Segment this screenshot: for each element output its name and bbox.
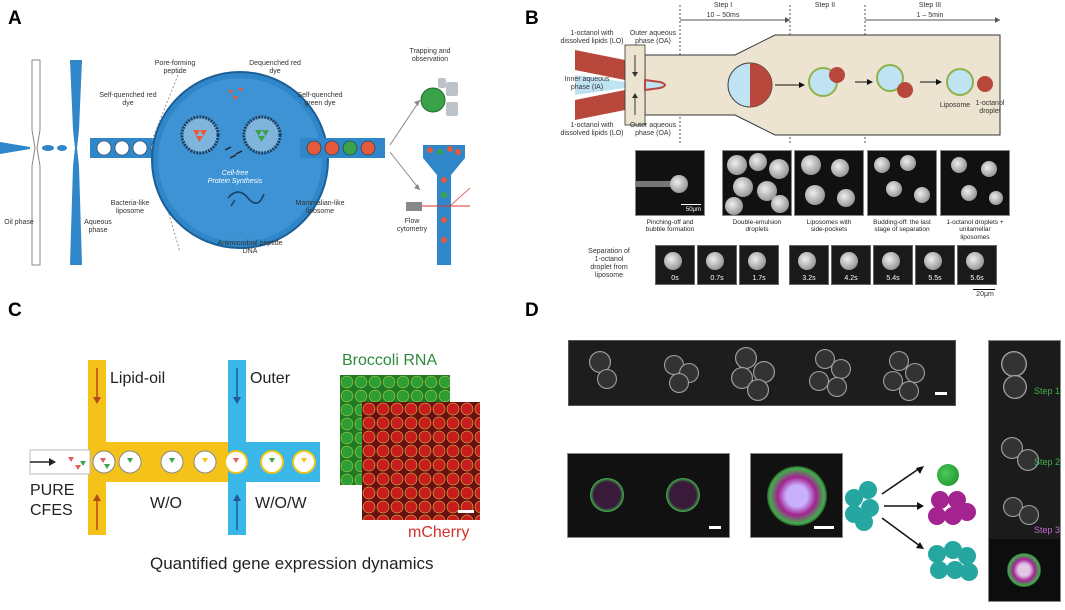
oil-phase-label: Oil phase — [4, 219, 34, 226]
flow-cytometry-label: Flow cytometry — [396, 218, 428, 234]
micrograph-composite-1 — [567, 453, 730, 538]
step-2-label: Step 2 — [1034, 457, 1061, 467]
pore-forming-peptide-label: Pore-forming peptide — [154, 60, 196, 76]
aqueous-phase-label: Aqueous phase — [84, 219, 112, 235]
step1-time: 10 – 50ms — [706, 12, 740, 19]
time-label: 0s — [671, 275, 679, 282]
trapping-label: Trapping and observation — [409, 48, 451, 64]
timelapse-frame: 0.7s — [697, 245, 737, 285]
step-1-label: Step 1 — [1034, 386, 1061, 396]
d-assembly-diagram — [845, 466, 924, 549]
step3-time: 1 – 5min — [916, 12, 944, 19]
step-3-label: Step 3 — [1034, 525, 1061, 535]
micrograph-budding — [867, 150, 937, 216]
step3-label: Step III — [918, 2, 942, 9]
teal-cluster — [928, 541, 978, 581]
oa-top-label: Outer aqueous phase (OA) — [629, 30, 677, 46]
bacteria-like-label: Bacteria-like liposome — [110, 200, 150, 216]
micrograph-pinching: 50μm — [635, 150, 705, 216]
lo-top-label: 1-octanol with dissolved lipids (LO) — [560, 30, 624, 46]
timelapse-frame: 0s — [655, 245, 695, 285]
self-quenched-red-dye-label: Self-quenched red dye — [99, 92, 157, 108]
time-label: 4.2s — [844, 275, 858, 282]
timelapse-frame: 4.2s — [831, 245, 871, 285]
timelapse-frame: 5.4s — [873, 245, 913, 285]
wo-label: W/O — [150, 495, 182, 512]
time-label: 3.2s — [802, 275, 816, 282]
broccoli-label: Broccoli RNA — [342, 352, 438, 369]
micro-caption-5: 1-octanol droplets + unilamellar liposom… — [946, 219, 1004, 241]
timelapse-frame: 5.5s — [915, 245, 955, 285]
mcherry-label: mCherry — [408, 524, 470, 541]
timelapse-frame: 5.6s — [957, 245, 997, 285]
time-label: 1.7s — [752, 275, 766, 282]
micrograph-unilamellar — [940, 150, 1010, 216]
cell-free-label: Cell-free Protein Synthesis — [207, 170, 263, 186]
pure-label: PURE — [30, 482, 75, 499]
micrograph-double-emulsion — [722, 150, 792, 216]
lo-bottom-label: 1-octanol with dissolved lipids (LO) — [560, 122, 624, 138]
self-quenched-green-dye-label: Self-quenched green dye — [297, 92, 343, 108]
scale-20: 20μm — [976, 291, 994, 298]
single-sphere — [937, 464, 959, 486]
scale-bar-c — [458, 510, 474, 513]
c-caption: Quantified gene expression dynamics — [150, 554, 434, 573]
lipid-oil-label: Lipid-oil — [110, 370, 166, 387]
time-label: 5.5s — [928, 275, 942, 282]
wow-label: W/O/W — [255, 495, 307, 512]
droplet-label: 1-octanol droplet — [975, 100, 1005, 116]
micrograph-mcherry — [362, 402, 480, 520]
separation-label: Separation of 1-octanol droplet from lip… — [588, 248, 630, 280]
micro-caption-1: Pinching-off and bubble formation — [645, 219, 695, 234]
micrograph-strip — [568, 340, 956, 406]
magenta-cluster — [928, 491, 976, 525]
panel-label-c: C — [8, 300, 22, 321]
micrograph-side-pockets — [794, 150, 864, 216]
mammalian-like-label: Mammalian-like liposome — [295, 200, 345, 216]
oa-bottom-label: Outer aqueous phase (OA) — [629, 122, 677, 138]
micrograph-vertical — [988, 340, 1061, 602]
scale-50: 50μm — [685, 207, 701, 213]
panel-label-d: D — [525, 300, 539, 321]
scale-bar — [973, 289, 995, 290]
step2-label: Step II — [814, 2, 836, 9]
micro-caption-2: Double-emulsion droplets — [732, 219, 782, 234]
dequenched-red-dye-label: Dequenched red dye — [249, 60, 301, 76]
timelapse-frame: 3.2s — [789, 245, 829, 285]
micro-caption-3: Liposomes with side-pockets — [806, 219, 852, 234]
time-label: 5.4s — [886, 275, 900, 282]
panel-label-b: B — [525, 8, 539, 29]
time-label: 5.6s — [970, 275, 984, 282]
cfes-label: CFES — [30, 502, 73, 519]
liposome-label: Liposome — [939, 102, 971, 109]
time-label: 0.7s — [710, 275, 724, 282]
panel-b-schematic — [575, 5, 1001, 145]
ia-label: Inner aqueous phase (IA) — [564, 76, 610, 92]
panel-a-schematic — [0, 59, 471, 266]
panel-b: Step I 10 – 50ms Step II Step III 1 – 5m… — [560, 0, 1065, 300]
outer-label: Outer — [250, 370, 291, 387]
panel-label-a: A — [8, 8, 22, 29]
panel-a: Oil phase Aqueous phase Pore-forming pep… — [0, 30, 500, 290]
antimicrobial-dna-label: Antimicrobial peptide DNA — [217, 240, 283, 256]
panel-c: Lipid-oil Outer PURE CFES W/O W/O/W Broc… — [0, 330, 520, 600]
step1-label: Step I — [713, 2, 733, 9]
timelapse-frame: 1.7s — [739, 245, 779, 285]
micro-caption-4: Budding-off: the last stage of separatio… — [873, 219, 931, 234]
micrograph-composite-2 — [750, 453, 843, 538]
